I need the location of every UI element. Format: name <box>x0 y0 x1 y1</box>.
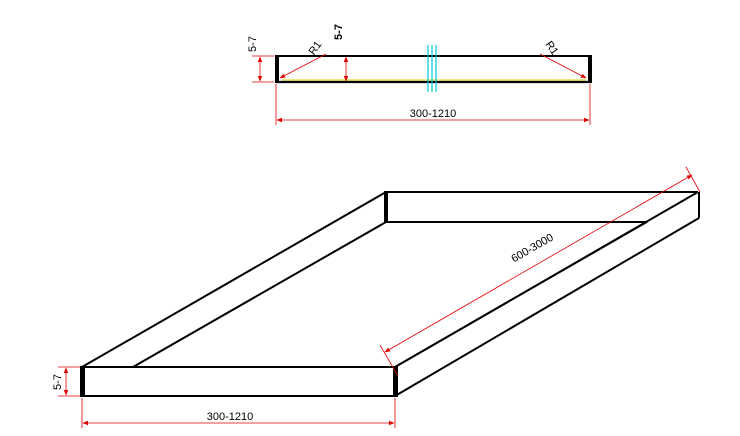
top-view-left-wall <box>275 55 279 83</box>
radius-label-left: R1 <box>307 39 325 57</box>
top-view: 5-7 5-7 R1 R1 300-1210 <box>247 24 592 125</box>
length-dim-line <box>384 174 693 353</box>
length-ext-back <box>685 166 701 193</box>
width-label-top: 300-1210 <box>410 108 457 120</box>
right-wall-inner-bottom <box>394 221 648 368</box>
length-ext-front <box>379 344 399 377</box>
top-view-right-wall <box>588 55 592 83</box>
height-label-left: 5-7 <box>247 36 259 52</box>
left-wall-inner-bottom <box>132 221 387 368</box>
length-label: 600-3000 <box>509 232 555 266</box>
front-right-corner <box>393 366 398 397</box>
front-left-corner <box>80 366 85 397</box>
left-wall-outer-top <box>81 191 387 368</box>
iso-height-label: 5-7 <box>52 374 64 390</box>
iso-width-label: 300-1210 <box>207 411 254 423</box>
radius-leader-left <box>279 53 327 79</box>
height-label-inner: 5-7 <box>333 24 345 40</box>
radius-leader-right <box>539 53 587 79</box>
radius-label-right: R1 <box>543 39 561 57</box>
iso-view: 600-3000 5-7 300-1210 <box>52 166 701 428</box>
